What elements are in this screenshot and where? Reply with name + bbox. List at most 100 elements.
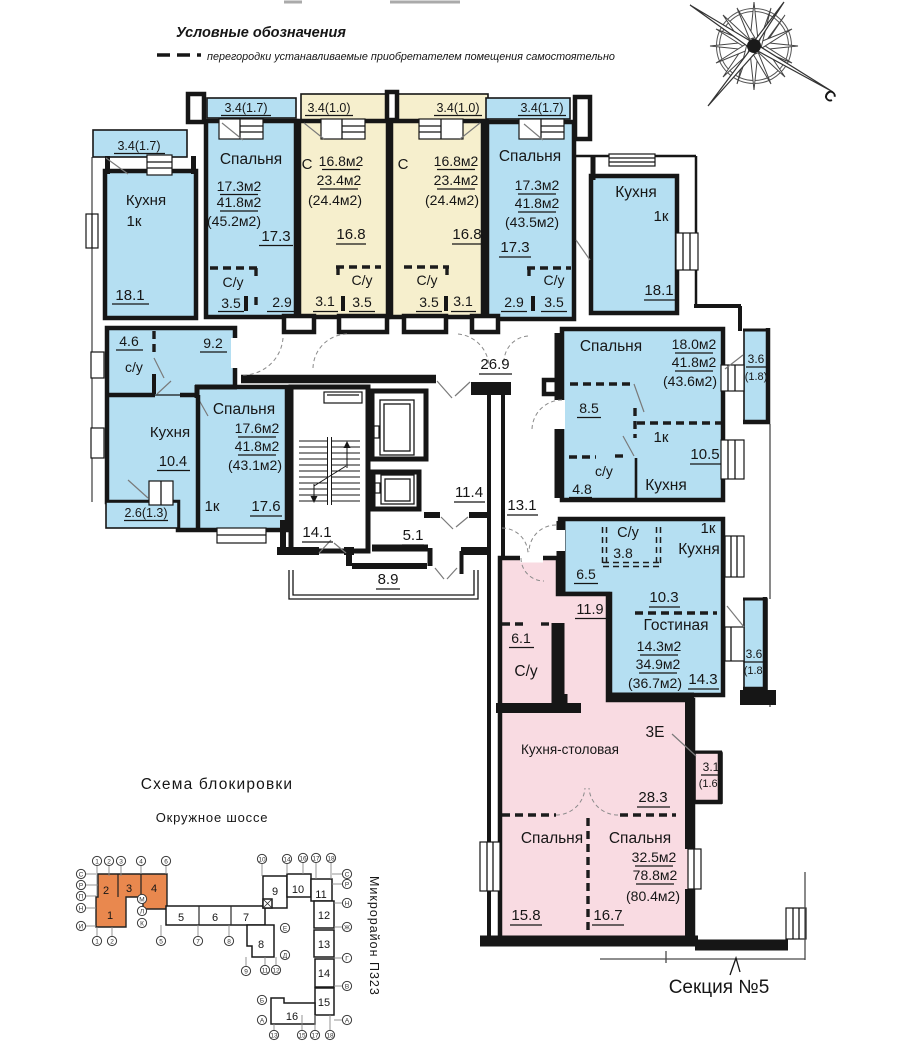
svg-text:С: С <box>302 156 313 173</box>
svg-text:16: 16 <box>286 1011 298 1023</box>
svg-text:3Е: 3Е <box>646 724 665 741</box>
svg-text:6: 6 <box>164 859 168 866</box>
svg-text:34.9м2: 34.9м2 <box>636 656 681 672</box>
svg-text:Спальня: Спальня <box>609 830 671 847</box>
svg-text:18: 18 <box>326 1033 334 1040</box>
svg-text:1: 1 <box>107 910 113 922</box>
svg-text:17: 17 <box>311 1033 319 1040</box>
svg-text:М: М <box>139 897 144 904</box>
svg-text:18.1: 18.1 <box>115 287 144 304</box>
svg-text:10.4: 10.4 <box>159 454 187 470</box>
svg-text:1к: 1к <box>205 498 220 515</box>
svg-text:Спальня: Спальня <box>213 401 275 418</box>
svg-text:26.9: 26.9 <box>480 356 509 373</box>
svg-text:8: 8 <box>258 939 264 951</box>
svg-text:С: С <box>79 872 84 879</box>
svg-text:1: 1 <box>95 939 99 946</box>
svg-text:Е: Е <box>283 926 288 933</box>
svg-text:4.6: 4.6 <box>119 333 139 349</box>
svg-text:9: 9 <box>244 969 248 976</box>
svg-text:Кухня: Кухня <box>126 192 166 209</box>
svg-text:П: П <box>79 894 84 901</box>
svg-text:(24.4м2): (24.4м2) <box>308 192 362 208</box>
svg-text:15: 15 <box>298 1033 306 1040</box>
svg-text:перегородки устанавливаемые пр: перегородки устанавливаемые приобретател… <box>207 51 615 63</box>
svg-text:5: 5 <box>178 912 184 924</box>
svg-text:11: 11 <box>315 889 326 901</box>
svg-text:12: 12 <box>318 910 330 922</box>
svg-text:23.4м2: 23.4м2 <box>434 172 479 188</box>
svg-text:11: 11 <box>262 968 269 975</box>
svg-text:8.9: 8.9 <box>378 571 399 588</box>
svg-text:К: К <box>140 921 144 928</box>
svg-text:5.1: 5.1 <box>403 527 424 544</box>
svg-text:Кухня: Кухня <box>678 541 719 558</box>
svg-text:3.4(1.0): 3.4(1.0) <box>307 101 350 115</box>
svg-text:17: 17 <box>312 856 320 863</box>
svg-text:14: 14 <box>318 968 330 980</box>
svg-text:А: А <box>345 1018 350 1025</box>
svg-text:Спальня: Спальня <box>220 151 282 168</box>
svg-text:Д: Д <box>283 953 288 960</box>
svg-text:7: 7 <box>243 912 249 924</box>
svg-text:Кухня-столовая: Кухня-столовая <box>521 742 619 757</box>
svg-text:с/у: с/у <box>125 359 143 375</box>
svg-text:3.4(1.7): 3.4(1.7) <box>117 139 160 153</box>
svg-text:Р: Р <box>79 883 83 890</box>
svg-text:(1.6): (1.6) <box>699 778 722 790</box>
svg-text:(24.4м2): (24.4м2) <box>425 192 479 208</box>
svg-text:6.5: 6.5 <box>576 566 596 582</box>
svg-text:с/у: с/у <box>595 463 613 479</box>
svg-text:16: 16 <box>299 856 307 863</box>
svg-text:Кухня: Кухня <box>150 424 190 441</box>
svg-text:Ж: Ж <box>344 925 350 932</box>
svg-text:4: 4 <box>139 859 143 866</box>
svg-text:Окружное шоссе: Окружное шоссе <box>156 810 269 825</box>
svg-text:16.8: 16.8 <box>336 226 365 243</box>
svg-text:1к: 1к <box>701 520 716 537</box>
svg-text:С/у: С/у <box>417 272 438 288</box>
svg-text:С: С <box>345 872 350 879</box>
svg-text:В: В <box>345 984 349 991</box>
svg-text:18.0м2: 18.0м2 <box>672 336 717 352</box>
svg-text:14.1: 14.1 <box>302 524 331 541</box>
svg-text:Схема блокировки: Схема блокировки <box>141 776 294 793</box>
svg-text:28.3: 28.3 <box>638 789 667 806</box>
svg-text:2.9: 2.9 <box>504 294 524 310</box>
svg-text:1к: 1к <box>654 208 669 225</box>
svg-text:18.1: 18.1 <box>644 282 673 299</box>
svg-text:Кухня: Кухня <box>645 477 686 494</box>
svg-text:4: 4 <box>151 883 157 895</box>
svg-text:С/у: С/у <box>617 525 640 541</box>
svg-text:(43.5м2): (43.5м2) <box>505 214 559 230</box>
svg-text:(43.6м2): (43.6м2) <box>663 373 717 389</box>
svg-text:(80.4м2): (80.4м2) <box>626 888 680 904</box>
svg-text:Л: Л <box>140 909 144 916</box>
svg-text:14.3: 14.3 <box>688 671 717 688</box>
svg-text:8.5: 8.5 <box>579 400 599 416</box>
svg-text:3.1: 3.1 <box>315 293 335 309</box>
svg-text:3.1: 3.1 <box>453 293 473 309</box>
svg-text:Г: Г <box>345 956 349 963</box>
svg-text:3.8: 3.8 <box>613 545 633 561</box>
svg-text:2: 2 <box>110 939 114 946</box>
svg-text:4.8: 4.8 <box>572 481 592 497</box>
svg-text:41.8м2: 41.8м2 <box>235 438 280 454</box>
svg-text:(36.7м2): (36.7м2) <box>628 675 682 691</box>
svg-text:17.3: 17.3 <box>261 228 290 245</box>
svg-text:10.5: 10.5 <box>690 446 719 463</box>
svg-text:8: 8 <box>227 939 231 946</box>
svg-text:С: С <box>398 156 409 173</box>
svg-text:3.6: 3.6 <box>746 647 763 661</box>
svg-text:Н: Н <box>79 906 84 913</box>
svg-text:3.5: 3.5 <box>221 295 241 311</box>
svg-text:2.6(1.3): 2.6(1.3) <box>124 506 167 520</box>
svg-text:78.8м2: 78.8м2 <box>633 867 678 883</box>
svg-text:1: 1 <box>95 859 99 866</box>
svg-text:32.5м2: 32.5м2 <box>632 849 677 865</box>
svg-text:(1.8): (1.8) <box>745 371 768 383</box>
svg-text:Р: Р <box>345 882 349 889</box>
svg-text:17.3: 17.3 <box>500 239 529 256</box>
svg-text:3: 3 <box>126 883 132 895</box>
svg-text:А: А <box>260 1018 265 1025</box>
